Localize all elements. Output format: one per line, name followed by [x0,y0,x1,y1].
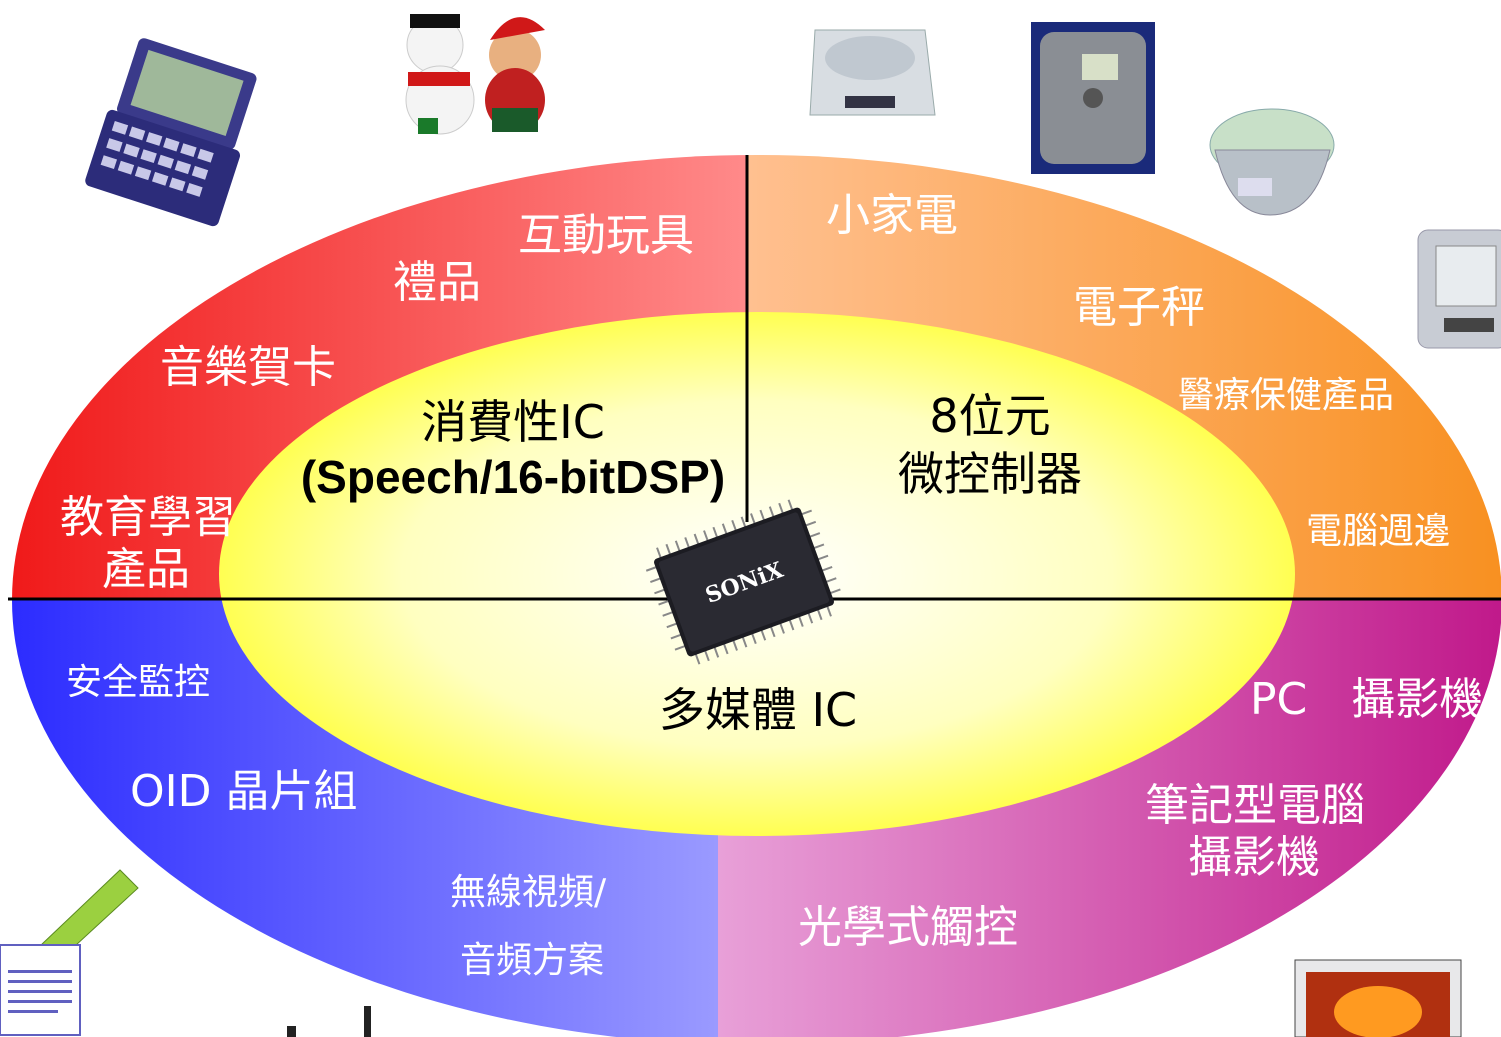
label-music-cards: 音樂賀卡 [160,342,336,393]
core-multimedia-ic: 多媒體 IC [659,683,857,737]
label-wireless-video: 無線視頻/ [450,872,607,913]
label-optical-touch: 光學式觸控 [798,902,1018,953]
label-gifts: 禮品 [393,257,481,308]
desk-stand-icon [364,1006,371,1037]
label-education: 教育學習 [60,492,236,543]
desk-stand-base-icon [287,1026,296,1037]
electronic-dictionary-icon [85,38,257,227]
label-notebook: 筆記型電腦 [1145,780,1365,831]
camera-device-icon [1294,959,1462,1037]
label-audio-solution: 音頻方案 [460,940,604,981]
label-education-products: 產品 [102,544,190,595]
core-consumer-ic: 消費性IC [421,395,605,449]
sonix-chip-icon: SONiX [645,499,841,665]
core-speech-dsp: (Speech/16-bitDSP) [301,451,725,503]
label-small-appliances: 小家電 [826,190,958,241]
reading-pen-icon [0,869,139,1036]
label-pc-peripherals: 電腦週邊 [1306,511,1450,552]
label-electronic-scale: 電子秤 [1073,282,1205,333]
plush-toys-icon [405,14,545,135]
kitchen-scale-icon [809,29,936,116]
label-interactive-toys: 互動玩具 [518,210,694,261]
glass-scale-icon [1209,108,1335,216]
label-medical-products: 醫療保健產品 [1178,375,1394,416]
core-8bit: 8位元 [929,389,1050,443]
label-camera: 攝影機 [1188,832,1320,883]
blood-pressure-monitor-icon [1417,229,1501,349]
body-scale-icon [1031,22,1155,174]
label-pc-camera: PC 攝影機 [1250,674,1483,725]
label-security-monitoring: 安全監控 [66,662,210,703]
core-mcu: 微控制器 [898,447,1082,501]
label-oid-chipset: OID 晶片組 [130,766,357,817]
